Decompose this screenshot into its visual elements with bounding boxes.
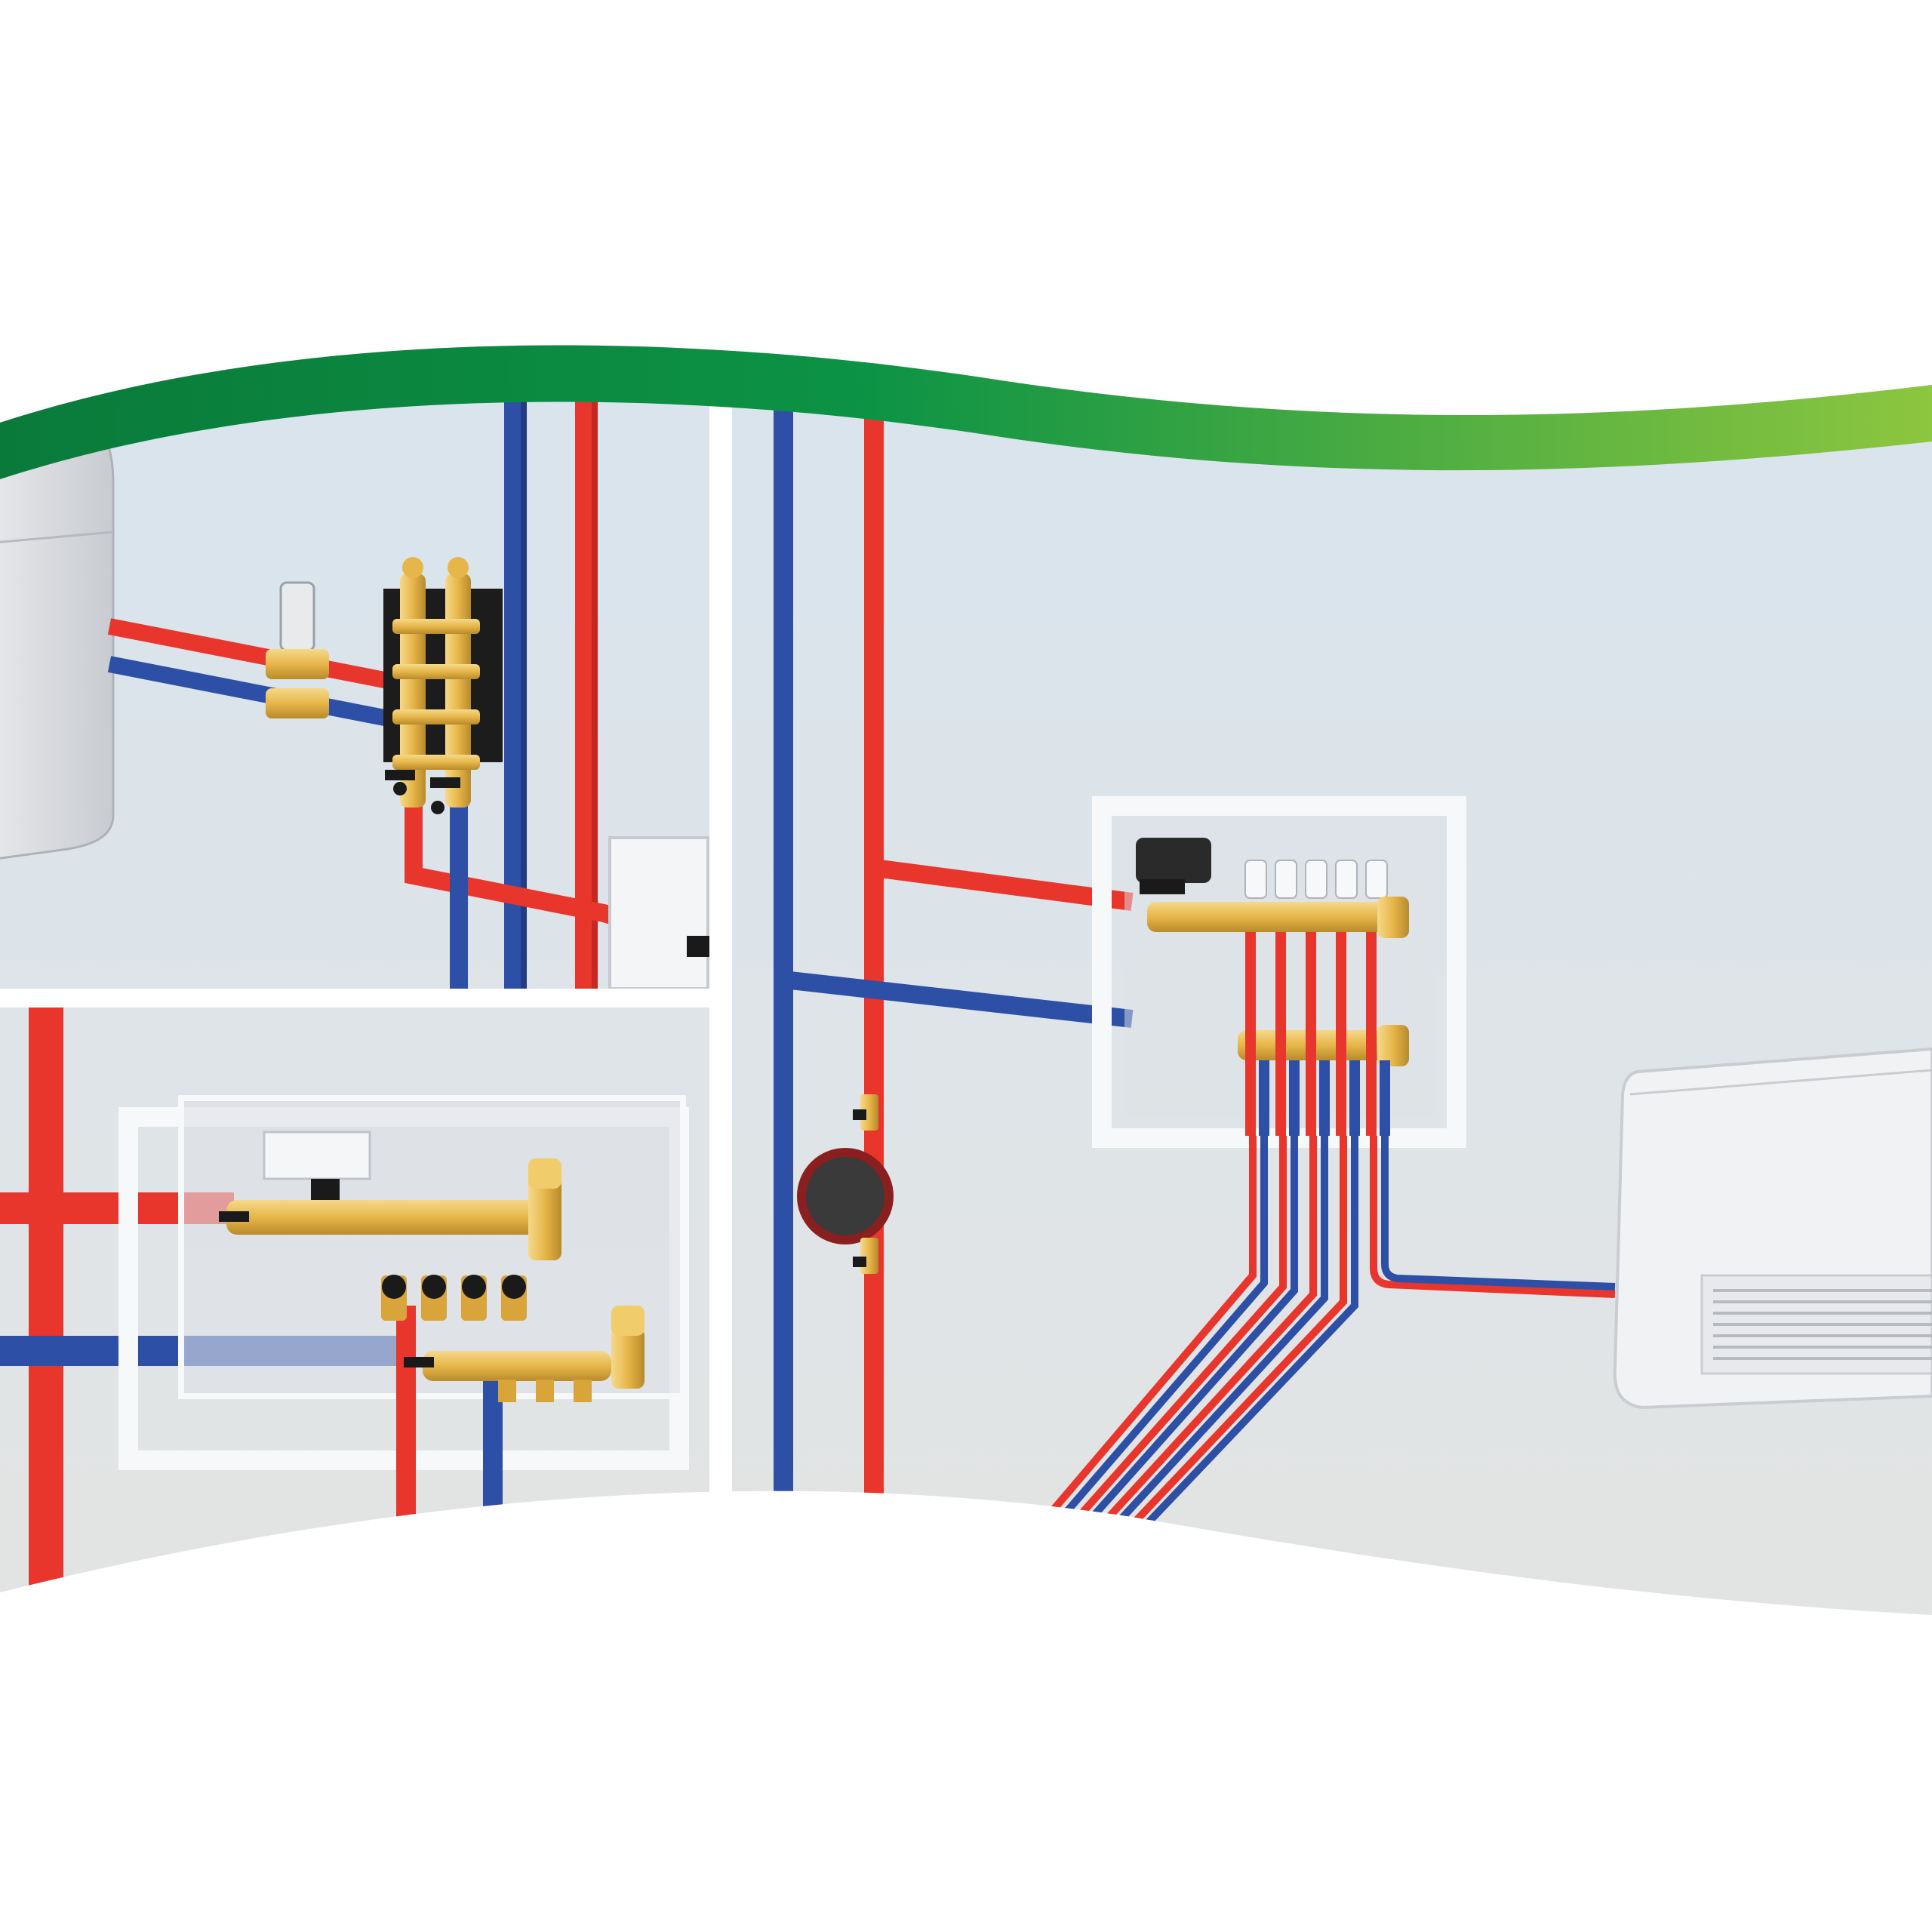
- ball-valve-manifold-scene: [0, 1008, 689, 1611]
- distribution-manifold-scene: [774, 347, 1932, 1616]
- flow-meter-icon: [1244, 860, 1388, 899]
- manifold-supply-branch: [872, 859, 1134, 911]
- boiler-return-pipe: [107, 656, 402, 729]
- zone-outlet-pipes: [1245, 932, 1390, 1136]
- vertical-separator: [709, 345, 732, 1616]
- hot-riser-b: [29, 1008, 63, 1611]
- manifold-return-branch: [782, 971, 1134, 1028]
- boiler-icon: [0, 421, 115, 862]
- wave-illustration-area: [0, 345, 1932, 1616]
- hot-riser-a: [575, 392, 598, 989]
- fan-coil-return-pipe: [1381, 1136, 1616, 1291]
- hydraulic-separator-scene: [0, 392, 709, 989]
- zone-hot-outlet: [396, 1306, 416, 1611]
- boiler-supply-pipe: [107, 618, 402, 691]
- hydraulic-separator-icon: [383, 557, 503, 808]
- circulation-pump-icon: [797, 1094, 894, 1274]
- actuator-icon: [1136, 838, 1211, 894]
- fan-coil-icon: [1613, 1047, 1932, 1410]
- ball-valve-icon: [219, 1211, 527, 1367]
- ball-valve-icon: [385, 770, 709, 957]
- fan-coil-supply-pipe: [1370, 1136, 1616, 1298]
- zone-valve-icon: [266, 581, 329, 718]
- horizontal-separator: [0, 989, 724, 1008]
- zone-cold-outlet: [483, 1381, 503, 1611]
- actuator-icon: [263, 1131, 371, 1201]
- manifold-icon: [226, 1158, 645, 1402]
- green-banner-wave: [0, 345, 1932, 479]
- wall-background: [0, 345, 1932, 1616]
- small-panel: [608, 836, 709, 989]
